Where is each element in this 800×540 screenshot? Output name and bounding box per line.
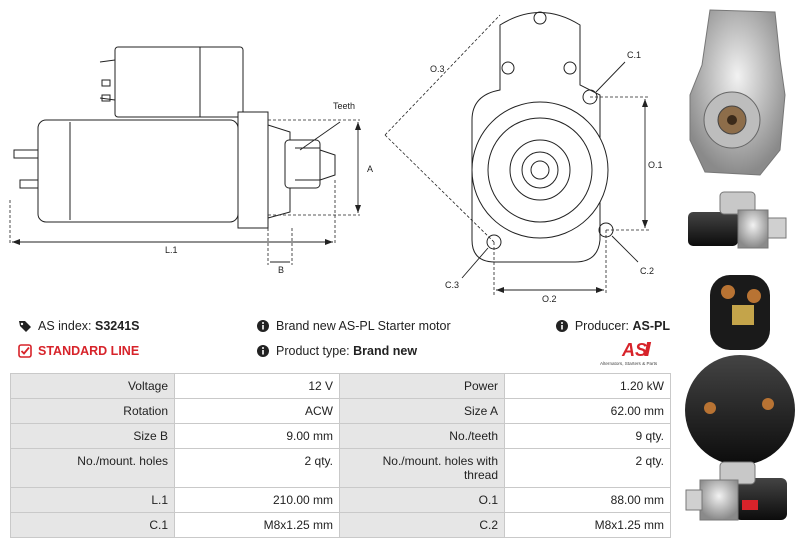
spec-label: No./mount. holes <box>10 448 175 488</box>
spec-value: 2 qty. <box>504 448 671 488</box>
photo-front-view <box>689 9 786 176</box>
photo-side-view-2 <box>685 461 787 521</box>
photo-rear-view <box>685 275 795 465</box>
label-a: A <box>367 164 373 174</box>
standard-line: STANDARD LINE <box>18 344 139 358</box>
product-type-value: Brand new <box>353 344 418 358</box>
producer-value: AS-PL <box>632 319 671 333</box>
label-c2: C.2 <box>640 266 654 276</box>
producer-line: Producer: AS-PL <box>555 319 670 333</box>
info-icon <box>257 320 269 332</box>
label-o3: O.3 <box>430 64 445 74</box>
product-type-line: Product type: Brand new <box>256 344 417 358</box>
motor-body-outline <box>37 119 239 223</box>
label-b: B <box>278 265 284 275</box>
label-o1: O.1 <box>648 160 663 170</box>
label-c3: C.3 <box>445 280 459 290</box>
spec-value: 210.00 mm <box>174 487 340 513</box>
product-info: AS index: S3241S STANDARD LINE Brand new… <box>0 312 680 368</box>
spec-label: Size B <box>10 423 175 449</box>
logo-text: AS <box>621 340 647 360</box>
photo-side-view <box>688 191 787 249</box>
spec-label: Voltage <box>10 373 175 399</box>
spec-value: 62.00 mm <box>504 398 671 424</box>
as-index-label: AS index: <box>38 319 92 333</box>
logo-tagline: Alternators, Starters & Parts <box>600 361 658 366</box>
product-type-label: Product type: <box>276 344 350 358</box>
spec-value: M8x1.25 mm <box>174 512 340 538</box>
spec-value: 1.20 kW <box>504 373 671 399</box>
spec-label: No./teeth <box>339 423 505 449</box>
spec-value: 2 qty. <box>174 448 340 488</box>
technical-drawing: Teeth A B L.1 O.3 C.1 O.1 C.2 C.3 O.2 <box>9 11 663 304</box>
label-c1: C.1 <box>627 50 641 60</box>
as-logo: AS Alternators, Starters & Parts <box>600 340 658 366</box>
spec-value: 12 V <box>174 373 340 399</box>
info-icon <box>257 345 269 357</box>
spec-value: ACW <box>174 398 340 424</box>
description-text: Brand new AS-PL Starter motor <box>276 319 451 333</box>
as-index-line: AS index: S3241S <box>18 319 139 333</box>
spec-label: C.2 <box>339 512 505 538</box>
spec-label: Power <box>339 373 505 399</box>
tag-icon <box>19 321 31 332</box>
spec-value: 9 qty. <box>504 423 671 449</box>
description-line: Brand new AS-PL Starter motor <box>256 319 451 333</box>
spec-label: C.1 <box>10 512 175 538</box>
label-l1: L.1 <box>165 245 178 255</box>
product-photos <box>685 9 795 521</box>
spec-value: M8x1.25 mm <box>504 512 671 538</box>
spec-value: 9.00 mm <box>174 423 340 449</box>
spec-label: L.1 <box>10 487 175 513</box>
label-o2: O.2 <box>542 294 557 304</box>
standard-line-label: STANDARD LINE <box>38 344 140 358</box>
spec-value: 88.00 mm <box>504 487 671 513</box>
checkbox-icon <box>18 344 32 358</box>
label-teeth: Teeth <box>333 101 355 111</box>
spec-label: O.1 <box>339 487 505 513</box>
spec-label: Size A <box>339 398 505 424</box>
spec-label: Rotation <box>10 398 175 424</box>
info-icon <box>555 320 568 332</box>
solenoid-outline <box>114 46 244 118</box>
producer-label: Producer: <box>574 319 630 333</box>
as-index-value: S3241S <box>95 319 140 333</box>
spec-label: No./mount. holes with thread <box>339 448 505 488</box>
